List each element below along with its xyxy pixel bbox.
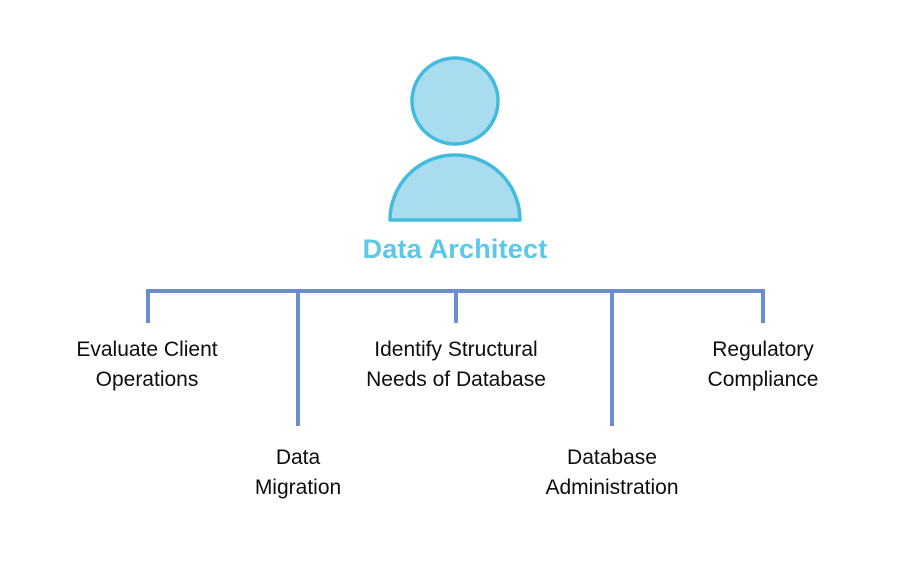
leaf-node-regulatory-compliance: Regulatory Compliance	[633, 335, 893, 395]
leaf-node-database-administration: Database Administration	[482, 443, 742, 503]
leaf-label-line: Administration	[545, 476, 679, 499]
leaf-label-line: Migration	[254, 476, 342, 499]
leaf-node-evaluate-client-operations: Evaluate Client Operations	[17, 335, 277, 395]
leaf-label-line: Evaluate Client	[76, 338, 218, 361]
leaf-node-identify-structural-needs-of-database: Identify Structural Needs of Database	[326, 335, 586, 395]
root-node-title: Data Architect	[362, 234, 548, 264]
leaf-label-line: Compliance	[707, 368, 819, 391]
leaf-label-line: Operations	[95, 368, 199, 391]
person-head-icon	[410, 56, 500, 146]
leaf-node-data-migration: Data Migration	[168, 443, 428, 503]
leaf-label-line: Needs of Database	[366, 368, 546, 391]
person-body-icon	[388, 153, 522, 222]
leaf-label-line: Regulatory	[712, 338, 814, 361]
person-icon	[388, 56, 522, 222]
leaf-label-line: Data	[275, 446, 321, 469]
leaf-label-line: Database	[567, 446, 657, 469]
leaf-label-line: Identify Structural	[374, 338, 538, 361]
